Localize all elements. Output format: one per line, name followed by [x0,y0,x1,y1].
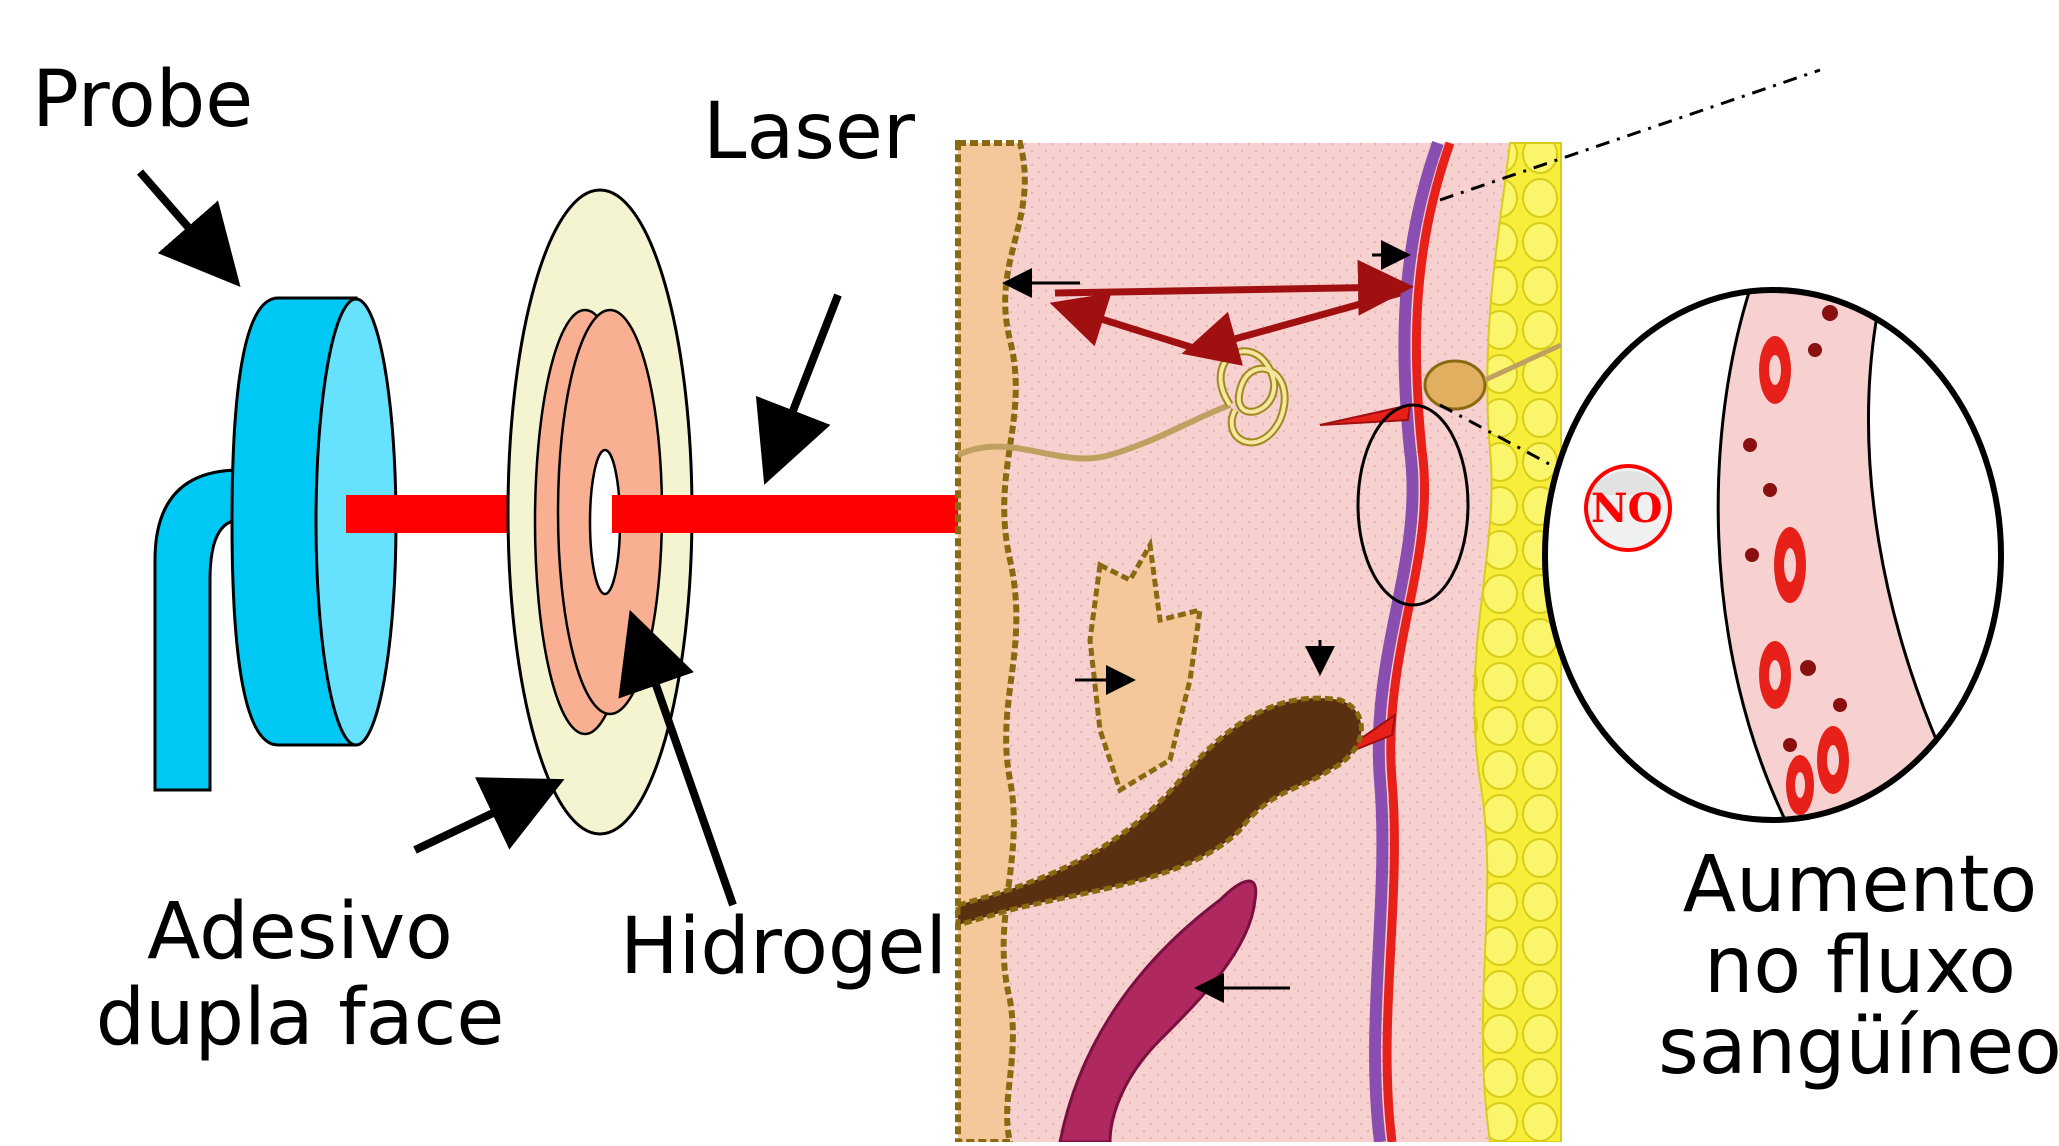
laser-pointer-arrow [770,295,838,470]
result-label: Aumento no fluxo sangüíneo [1640,845,2059,1088]
no-badge-label: NO [1591,487,1662,531]
laser-beam-exit [612,495,958,533]
adhesive-label-line1: Adesivo [70,890,530,976]
probe-pointer-arrow [140,172,230,275]
adhesive-label-line2: dupla face [70,976,530,1062]
sensory-receptor [1425,361,1485,409]
result-label-line2: no fluxo [1640,926,2059,1007]
probe-device [155,298,396,790]
probe-cable [155,470,240,790]
hydrogel-label: Hidrogel [620,905,947,991]
laser-beam-entry [346,495,506,533]
probe-label: Probe [32,58,253,144]
result-label-line1: Aumento [1640,845,2059,926]
result-label-line3: sangüíneo [1640,1007,2059,1088]
laser-label: Laser [703,90,915,176]
adhesive-label: Adesivo dupla face [70,890,530,1062]
adhesive-pointer-arrow [415,786,550,850]
skin-cross-section [958,143,1561,1142]
